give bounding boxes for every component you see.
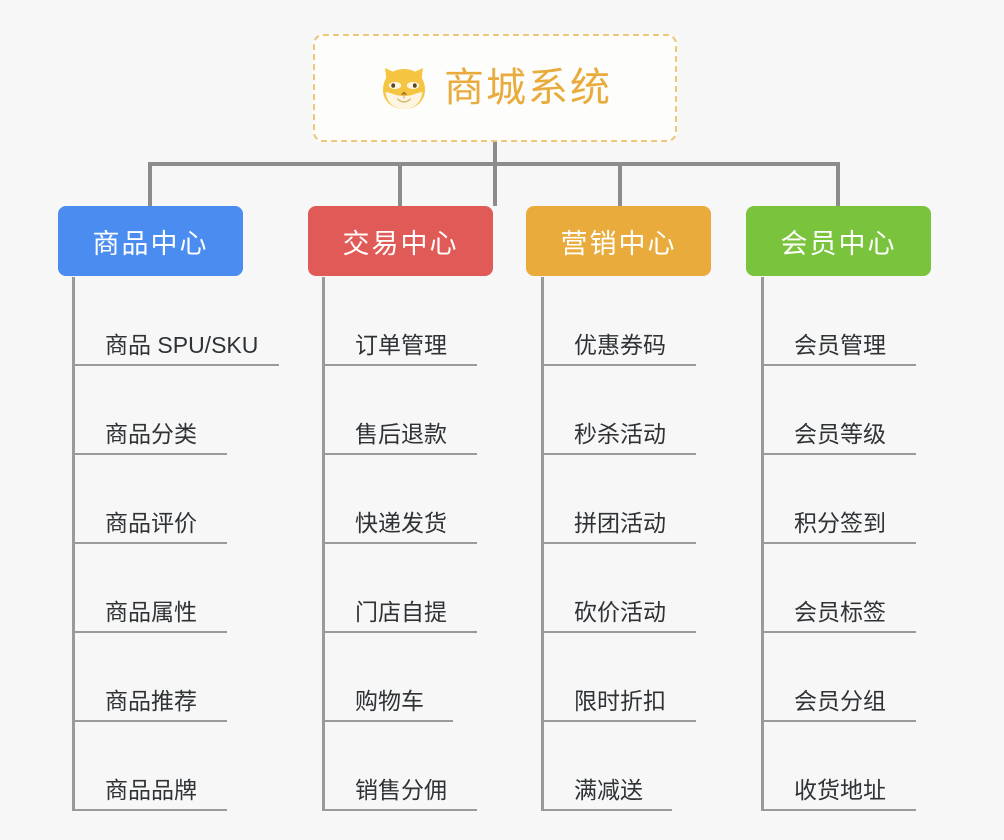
leaf-underline	[322, 542, 477, 544]
leaf-item[interactable]: 商品品牌	[72, 722, 279, 811]
leaf-item[interactable]: 限时折扣	[541, 633, 696, 722]
leaf-underline	[541, 453, 696, 455]
leaf-rail	[761, 277, 764, 811]
leaf-label: 会员分组	[794, 688, 886, 714]
branch-label: 交易中心	[342, 228, 459, 259]
branch-label: 商品中心	[92, 228, 209, 259]
leaf-underline	[761, 809, 916, 811]
leaf-item[interactable]: 砍价活动	[541, 544, 696, 633]
leaf-column-product-center: 商品 SPU/SKU 商品分类 商品评价 商品属性 商品推荐 商品品牌	[72, 277, 279, 811]
leaf-rail	[541, 277, 544, 811]
leaf-label: 门店自提	[355, 599, 447, 625]
leaf-underline	[761, 720, 916, 722]
leaf-underline	[322, 364, 477, 366]
leaf-label: 会员等级	[794, 421, 886, 447]
leaf-item[interactable]: 门店自提	[322, 544, 477, 633]
connector-root-stem	[493, 142, 497, 206]
leaf-label: 商品评价	[105, 510, 197, 536]
leaf-item[interactable]: 优惠券码	[541, 277, 696, 366]
leaf-item[interactable]: 购物车	[322, 633, 477, 722]
leaf-underline	[72, 453, 227, 455]
leaf-item[interactable]: 商品属性	[72, 544, 279, 633]
leaf-rail	[72, 277, 75, 811]
leaf-underline	[761, 631, 916, 633]
leaf-item[interactable]: 积分签到	[761, 455, 916, 544]
leaf-item[interactable]: 会员管理	[761, 277, 916, 366]
branch-box-marketing-center[interactable]: 营销中心	[526, 206, 711, 276]
leaf-label: 订单管理	[355, 332, 447, 358]
leaf-label: 购物车	[355, 688, 424, 714]
leaf-label: 收货地址	[794, 777, 886, 803]
connector-drop-3	[618, 162, 622, 208]
leaf-item[interactable]: 拼团活动	[541, 455, 696, 544]
leaf-item[interactable]: 快递发货	[322, 455, 477, 544]
leaf-item[interactable]: 会员等级	[761, 366, 916, 455]
connector-drop-4	[836, 162, 840, 208]
connector-drop-1	[148, 162, 152, 208]
leaf-label: 限时折扣	[574, 688, 666, 714]
leaf-label: 商品分类	[105, 421, 197, 447]
leaf-underline	[322, 631, 477, 633]
branch-label: 会员中心	[780, 228, 897, 259]
leaf-item[interactable]: 会员分组	[761, 633, 916, 722]
leaf-rail	[322, 277, 325, 811]
leaf-label: 商品属性	[105, 599, 197, 625]
leaf-label: 售后退款	[355, 421, 447, 447]
leaf-label: 砍价活动	[574, 599, 666, 625]
shiba-dog-icon	[378, 62, 430, 114]
leaf-label: 商品 SPU/SKU	[105, 332, 259, 358]
leaf-label: 秒杀活动	[574, 421, 666, 447]
leaf-underline	[541, 809, 672, 811]
leaf-underline	[541, 720, 696, 722]
branch-box-member-center[interactable]: 会员中心	[746, 206, 931, 276]
leaf-item[interactable]: 商品分类	[72, 366, 279, 455]
leaf-item[interactable]: 销售分佣	[322, 722, 477, 811]
leaf-item[interactable]: 商品推荐	[72, 633, 279, 722]
leaf-label: 满减送	[574, 777, 643, 803]
leaf-label: 会员管理	[794, 332, 886, 358]
leaf-underline	[322, 809, 477, 811]
leaf-underline	[72, 542, 227, 544]
leaf-label: 优惠券码	[574, 332, 666, 358]
leaf-underline	[541, 542, 696, 544]
leaf-label: 快递发货	[355, 510, 447, 536]
leaf-label: 商品推荐	[105, 688, 197, 714]
connector-drop-2	[398, 162, 402, 208]
leaf-item[interactable]: 订单管理	[322, 277, 477, 366]
leaf-underline	[761, 364, 916, 366]
root-node-mall-system[interactable]: 商城系统	[313, 34, 677, 142]
branch-label: 营销中心	[560, 228, 677, 259]
leaf-underline	[72, 364, 279, 366]
leaf-underline	[322, 453, 477, 455]
leaf-item[interactable]: 商品评价	[72, 455, 279, 544]
leaf-item[interactable]: 满减送	[541, 722, 696, 811]
leaf-item[interactable]: 收货地址	[761, 722, 916, 811]
leaf-label: 销售分佣	[355, 777, 447, 803]
leaf-underline	[72, 809, 227, 811]
branch-box-trade-center[interactable]: 交易中心	[308, 206, 493, 276]
leaf-underline	[541, 364, 696, 366]
leaf-label: 积分签到	[794, 510, 886, 536]
leaf-item[interactable]: 售后退款	[322, 366, 477, 455]
leaf-underline	[72, 720, 227, 722]
root-title: 商城系统	[444, 66, 612, 110]
leaf-label: 会员标签	[794, 599, 886, 625]
leaf-column-member-center: 会员管理 会员等级 积分签到 会员标签 会员分组 收货地址	[761, 277, 916, 811]
leaf-underline	[541, 631, 696, 633]
leaf-column-trade-center: 订单管理 售后退款 快递发货 门店自提 购物车 销售分佣	[322, 277, 477, 811]
connector-horizontal-bus	[148, 162, 838, 166]
leaf-underline	[761, 542, 916, 544]
leaf-underline	[322, 720, 453, 722]
leaf-item[interactable]: 会员标签	[761, 544, 916, 633]
leaf-underline	[72, 631, 227, 633]
leaf-label: 拼团活动	[574, 510, 666, 536]
leaf-underline	[761, 453, 916, 455]
leaf-item[interactable]: 秒杀活动	[541, 366, 696, 455]
branch-box-product-center[interactable]: 商品中心	[58, 206, 243, 276]
leaf-label: 商品品牌	[105, 777, 197, 803]
leaf-column-marketing-center: 优惠券码 秒杀活动 拼团活动 砍价活动 限时折扣 满减送	[541, 277, 696, 811]
leaf-item[interactable]: 商品 SPU/SKU	[72, 277, 279, 366]
